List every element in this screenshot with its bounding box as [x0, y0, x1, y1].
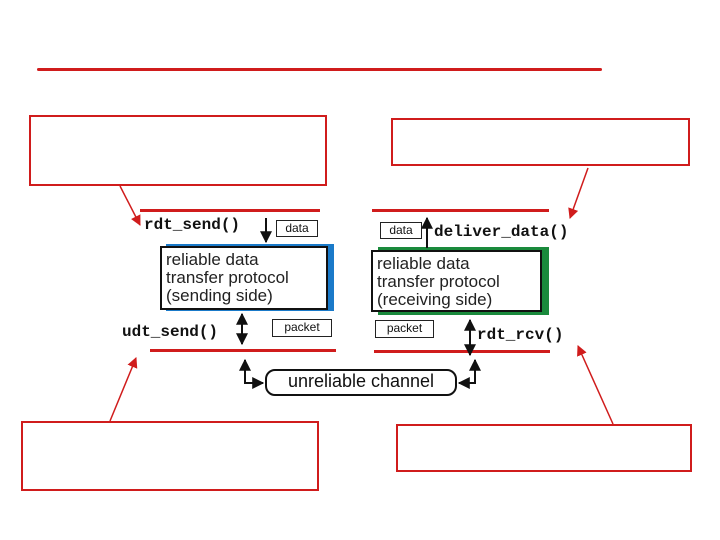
- callout-arrow-rdt-send: [119, 185, 141, 226]
- callout-arrow-udt-send: [109, 357, 138, 422]
- callout-box-top-left: [29, 115, 327, 186]
- receiver-protocol-box: reliable data transfer protocol (receivi…: [371, 250, 542, 312]
- callout-box-bottom-right: [396, 424, 692, 472]
- receiver-packet-tag: packet: [375, 320, 434, 338]
- receiver-protocol-line-2: transfer protocol: [377, 272, 500, 291]
- sender-protocol-line-1: reliable data: [166, 250, 259, 269]
- sender-bottom-layer-line: [150, 349, 336, 352]
- receiver-channel-connector: [457, 358, 481, 389]
- receiver-protocol-line-3: (receiving side): [377, 290, 493, 309]
- udt-send-label: udt_send(): [122, 323, 219, 341]
- rdt-send-label: rdt_send(): [144, 216, 241, 234]
- sender-top-layer-line: [140, 209, 320, 212]
- deliver-data-label: deliver_data(): [434, 223, 569, 241]
- sender-data-tag: data: [276, 220, 318, 237]
- callout-arrow-rdt-rcv: [577, 345, 614, 425]
- sender-protocol-line-3: (sending side): [166, 286, 273, 305]
- unreliable-channel-label: unreliable channel: [287, 371, 435, 391]
- callout-arrow-deliver-data: [568, 167, 589, 219]
- sender-channel-connector: [239, 358, 265, 389]
- rdt-rcv-label: rdt_rcv(): [477, 326, 564, 344]
- callout-box-top-right: [391, 118, 690, 166]
- receiver-data-tag: data: [380, 222, 422, 239]
- title-underline: [37, 68, 602, 71]
- sender-protocol-box: reliable data transfer protocol (sending…: [160, 246, 328, 310]
- receiver-protocol-line-1: reliable data: [377, 254, 470, 273]
- receiver-top-layer-line: [372, 209, 549, 212]
- receiver-bottom-layer-line: [374, 350, 550, 353]
- sender-packet-tag: packet: [272, 319, 332, 337]
- unreliable-channel-pipe: unreliable channel: [265, 369, 457, 396]
- sender-protocol-line-2: transfer protocol: [166, 268, 289, 287]
- callout-box-bottom-left: [21, 421, 319, 491]
